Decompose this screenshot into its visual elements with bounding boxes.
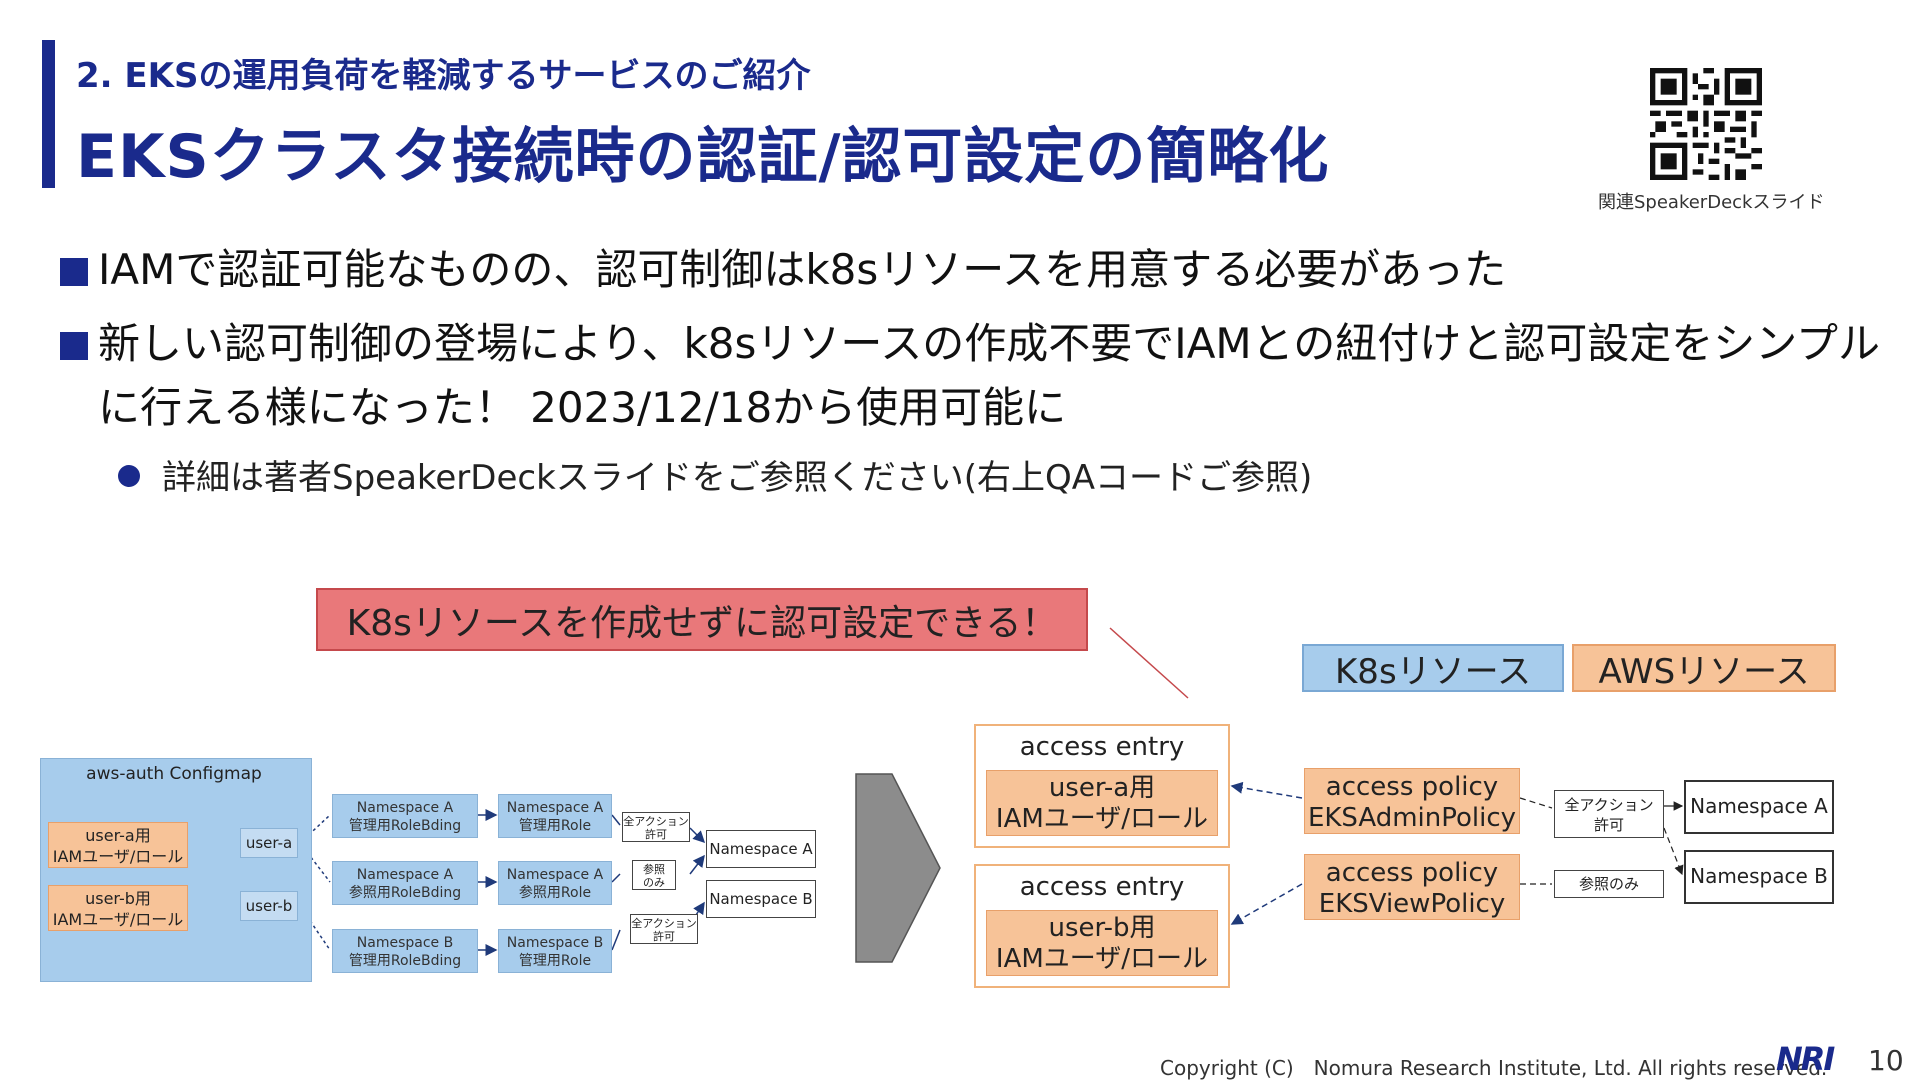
- legend-k8s-resource: K8sリソース: [1302, 644, 1564, 692]
- access-entry-label: access entry: [1019, 872, 1185, 902]
- permission-view-box: 参照のみ: [1554, 870, 1664, 898]
- bullet-2-text: 新しい認可制御の登場により、k8sリソースの作成不要でIAMとの紐付けと認可設定…: [98, 319, 1880, 368]
- transition-arrow: [855, 773, 941, 963]
- nri-logo: NRI: [1776, 1040, 1835, 1078]
- namespace-box: Namespace B: [706, 880, 816, 918]
- namespace-b-box: Namespace B: [1684, 850, 1834, 904]
- qr-caption: 関連SpeakerDeckスライド: [1598, 192, 1825, 213]
- square-bullet-icon: [60, 332, 88, 360]
- old-user-b: user-b: [240, 891, 298, 921]
- old-user-a: user-a: [240, 828, 298, 858]
- callout-pointer-line: [1109, 627, 1189, 699]
- sub-bullet-text: 詳細は著者SpeakerDeckスライドをご参照ください(右上QAコードご参照): [162, 458, 1313, 498]
- permission-box: 参照のみ: [632, 860, 676, 890]
- callout-banner: K8sリソースを作成せずに認可設定できる！: [316, 588, 1088, 651]
- bullet-2-continuation: に行える様になった！ 2023/12/18から使用可能に: [98, 383, 1067, 432]
- qr-code-icon[interactable]: [1650, 68, 1762, 180]
- slide-title: EKSクラスタ接続時の認証/認可設定の簡略化: [76, 122, 1330, 192]
- sub-bullet: 詳細は著者SpeakerDeckスライドをご参照ください(右上QAコードご参照): [118, 450, 1312, 499]
- aws-auth-configmap-box: [40, 758, 312, 982]
- circle-bullet-icon: [118, 465, 140, 487]
- bullet-2: 新しい認可制御の登場により、k8sリソースの作成不要でIAMとの紐付けと認可設定…: [60, 310, 1880, 371]
- section-subtitle: 2. EKSの運用負荷を軽減するサービスのご紹介: [76, 56, 811, 96]
- permission-all-box: 全アクション許可: [1554, 790, 1664, 838]
- configmap-title: aws-auth Configmap: [86, 764, 262, 784]
- title-accent-bar: [42, 40, 55, 188]
- namespace-a-box: Namespace A: [1684, 780, 1834, 834]
- legend-aws-resource: AWSリソース: [1572, 644, 1836, 692]
- square-bullet-icon: [60, 258, 88, 286]
- copyright-text: Copyright (C) Nomura Research Institute,…: [1160, 1056, 1828, 1080]
- permission-box: 全アクション許可: [630, 914, 698, 944]
- namespace-box: Namespace A: [706, 830, 816, 868]
- page-number: 10: [1868, 1044, 1904, 1077]
- access-entry-label: access entry: [1019, 732, 1185, 762]
- permission-box: 全アクション許可: [622, 812, 690, 842]
- bullet-1: IAMで認証可能なものの、認可制御はk8sリソースを用意する必要があった: [60, 236, 1506, 297]
- bullet-1-text: IAMで認証可能なものの、認可制御はk8sリソースを用意する必要があった: [98, 245, 1507, 294]
